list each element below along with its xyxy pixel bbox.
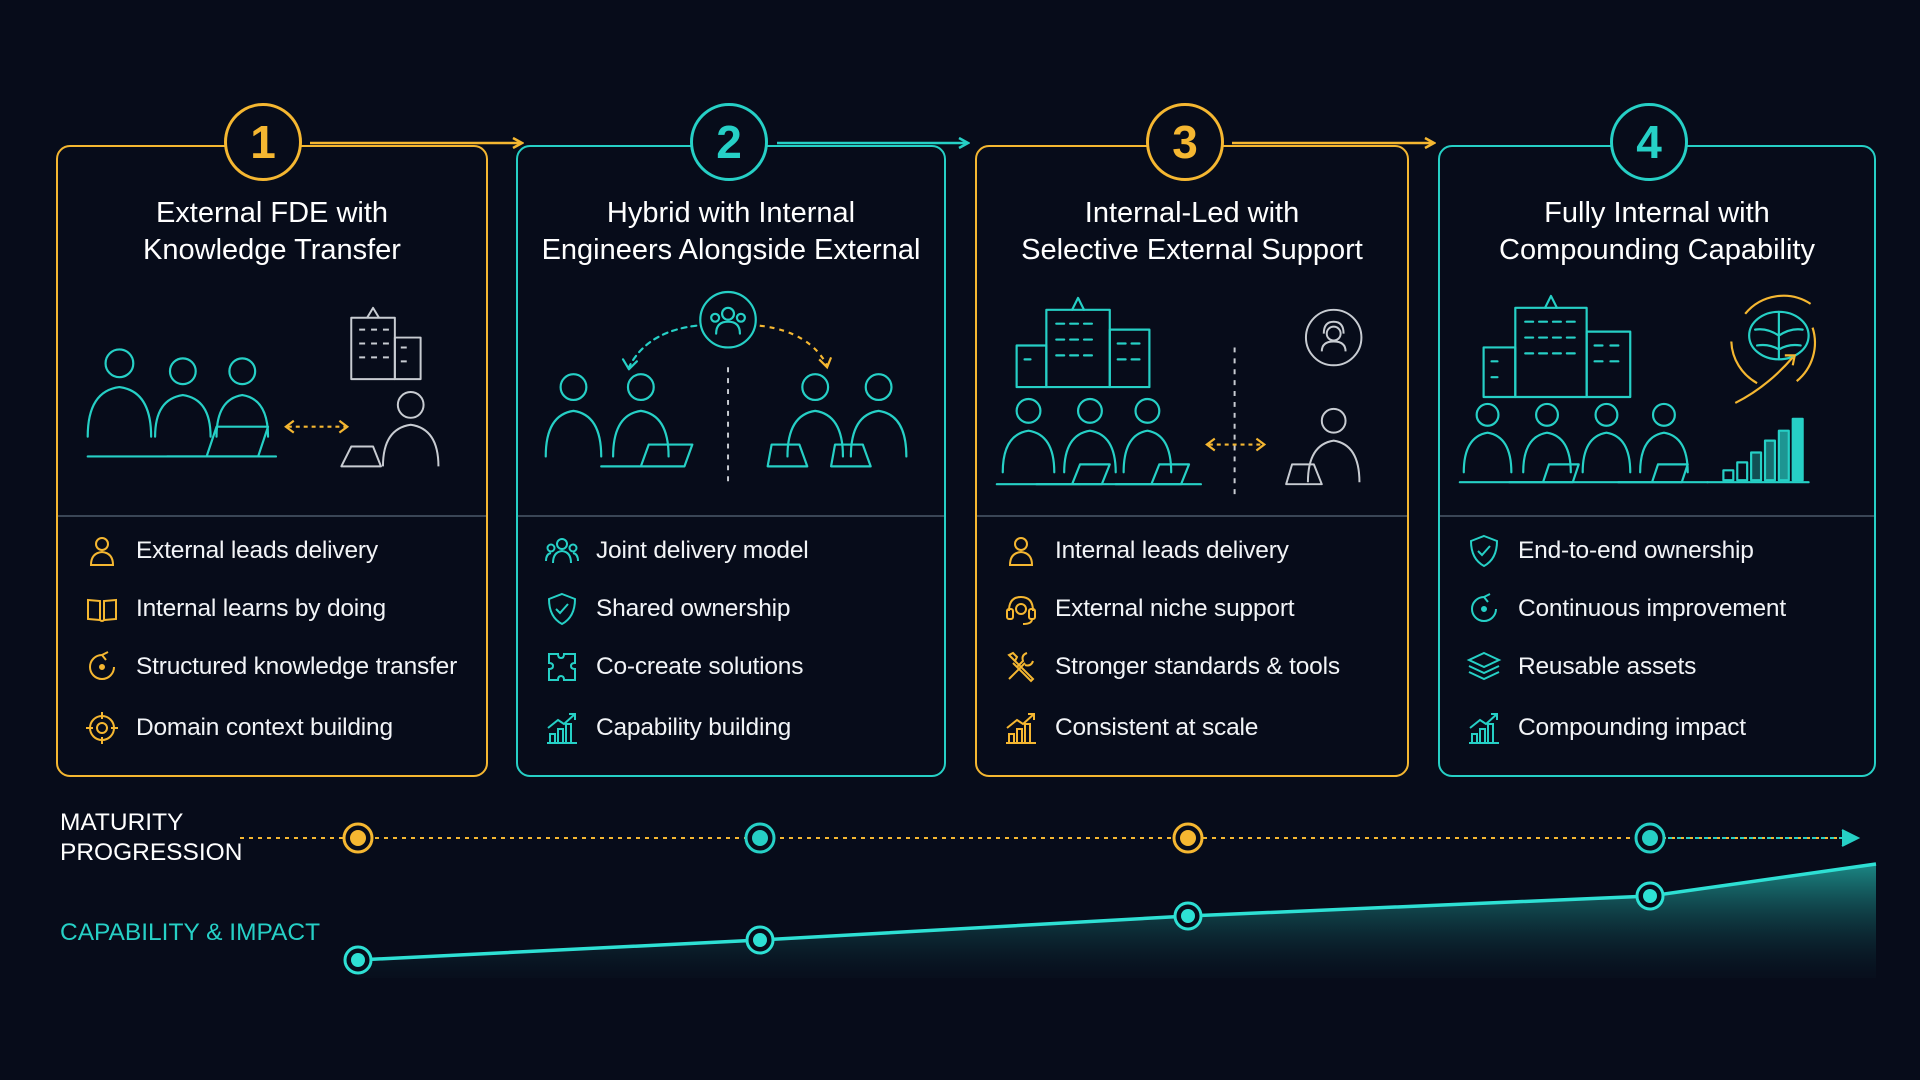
- feature-item: End-to-end ownership: [1464, 531, 1754, 571]
- feature-label: Domain context building: [136, 714, 393, 741]
- stage-card-1: External FDE with Knowledge Transfer: [56, 145, 488, 777]
- feature-item: Continuous improvement: [1464, 589, 1786, 629]
- card-divider: [977, 515, 1407, 517]
- stage-number-badge: 2: [690, 103, 768, 181]
- layers-icon: [1464, 647, 1504, 687]
- stage-title: Fully Internal with Compounding Capabili…: [1499, 197, 1815, 266]
- feature-label: Reusable assets: [1518, 653, 1697, 680]
- maturity-marker: [1634, 822, 1666, 854]
- stage-title: Hybrid with Internal Engineers Alongside…: [541, 197, 921, 266]
- team-icon: [542, 531, 582, 571]
- stage-card-2: Hybrid with Internal Engineers Alongside…: [516, 145, 946, 777]
- feature-label: Joint delivery model: [596, 537, 809, 564]
- cycle-icon: [82, 647, 122, 687]
- capability-impact-label: CAPABILITY & IMPACT: [60, 919, 321, 946]
- feature-item: Consistent at scale: [1001, 708, 1258, 748]
- growth-chart-icon: [1464, 708, 1504, 748]
- feature-item: Domain context building: [82, 708, 393, 748]
- puzzle-icon: [542, 647, 582, 687]
- shield-check-icon: [542, 589, 582, 629]
- feature-label: Capability building: [596, 714, 792, 741]
- stage-card-4: Fully Internal with Compounding Capabili…: [1438, 145, 1876, 777]
- fully-internal-illustration: [1458, 294, 1817, 484]
- feature-item: Reusable assets: [1464, 647, 1696, 687]
- feature-label: Continuous improvement: [1518, 595, 1786, 622]
- feature-item: Co-create solutions: [542, 647, 803, 687]
- feature-item: Joint delivery model: [542, 531, 809, 571]
- stage-title: Internal-Led with Selective External Sup…: [1021, 197, 1363, 266]
- stage-title: External FDE with Knowledge Transfer: [143, 197, 401, 266]
- card-divider: [58, 515, 486, 517]
- feature-label: Structured knowledge transfer: [136, 653, 458, 680]
- cycle-icon: [1464, 589, 1504, 629]
- feature-label: Compounding impact: [1518, 714, 1746, 741]
- tools-icon: [1001, 647, 1041, 687]
- person-icon: [82, 531, 122, 571]
- open-book-icon: [82, 589, 122, 629]
- feature-label: External leads delivery: [136, 537, 378, 564]
- feature-item: Structured knowledge transfer: [82, 647, 457, 687]
- feature-item: Shared ownership: [542, 589, 790, 629]
- growth-chart-icon: [1001, 708, 1041, 748]
- stage-number-badge: 1: [224, 103, 302, 181]
- feature-item: Stronger standards & tools: [1001, 647, 1340, 687]
- stage-number-badge: 3: [1146, 103, 1224, 181]
- feature-label: Internal leads delivery: [1055, 537, 1289, 564]
- shield-check-icon: [1464, 531, 1504, 571]
- feature-item: Capability building: [542, 708, 791, 748]
- feature-label: Internal learns by doing: [136, 595, 386, 622]
- card-divider: [1440, 515, 1874, 517]
- maturity-arrow-head: [1841, 829, 1861, 847]
- hybrid-team-illustration: [544, 290, 908, 487]
- capability-marker: [343, 945, 373, 975]
- maturity-marker: [744, 822, 776, 854]
- feature-item: Internal leads delivery: [1001, 531, 1289, 571]
- stage-card-3: Internal-Led with Selective External Sup…: [975, 145, 1409, 777]
- capability-marker: [1635, 881, 1665, 911]
- capability-area: [358, 864, 1876, 978]
- feature-label: Shared ownership: [596, 595, 791, 622]
- stage-number-badge: 4: [1610, 103, 1688, 181]
- capability-line: [357, 862, 1877, 962]
- feature-item: Internal learns by doing: [82, 589, 386, 629]
- growth-chart-icon: [542, 708, 582, 748]
- maturity-progression-label: MATURITY PROGRESSION: [60, 809, 243, 866]
- card-divider: [518, 515, 944, 517]
- person-icon: [1001, 531, 1041, 571]
- maturity-marker: [342, 822, 374, 854]
- stage-connectors: [310, 0, 1920, 200]
- feature-item: Compounding impact: [1464, 708, 1746, 748]
- feature-label: End-to-end ownership: [1518, 537, 1754, 564]
- capability-marker: [745, 925, 775, 955]
- maturity-marker: [1172, 822, 1204, 854]
- feature-label: Stronger standards & tools: [1055, 653, 1340, 680]
- capability-marker: [1173, 901, 1203, 931]
- internal-led-illustration: [995, 296, 1363, 497]
- target-icon: [82, 708, 122, 748]
- feature-item: External niche support: [1001, 589, 1295, 629]
- feature-label: External niche support: [1055, 595, 1295, 622]
- feature-item: External leads delivery: [82, 531, 378, 571]
- feature-label: Consistent at scale: [1055, 714, 1259, 741]
- headset-icon: [1001, 589, 1041, 629]
- feature-label: Co-create solutions: [596, 653, 804, 680]
- external-team-illustration: [86, 306, 440, 468]
